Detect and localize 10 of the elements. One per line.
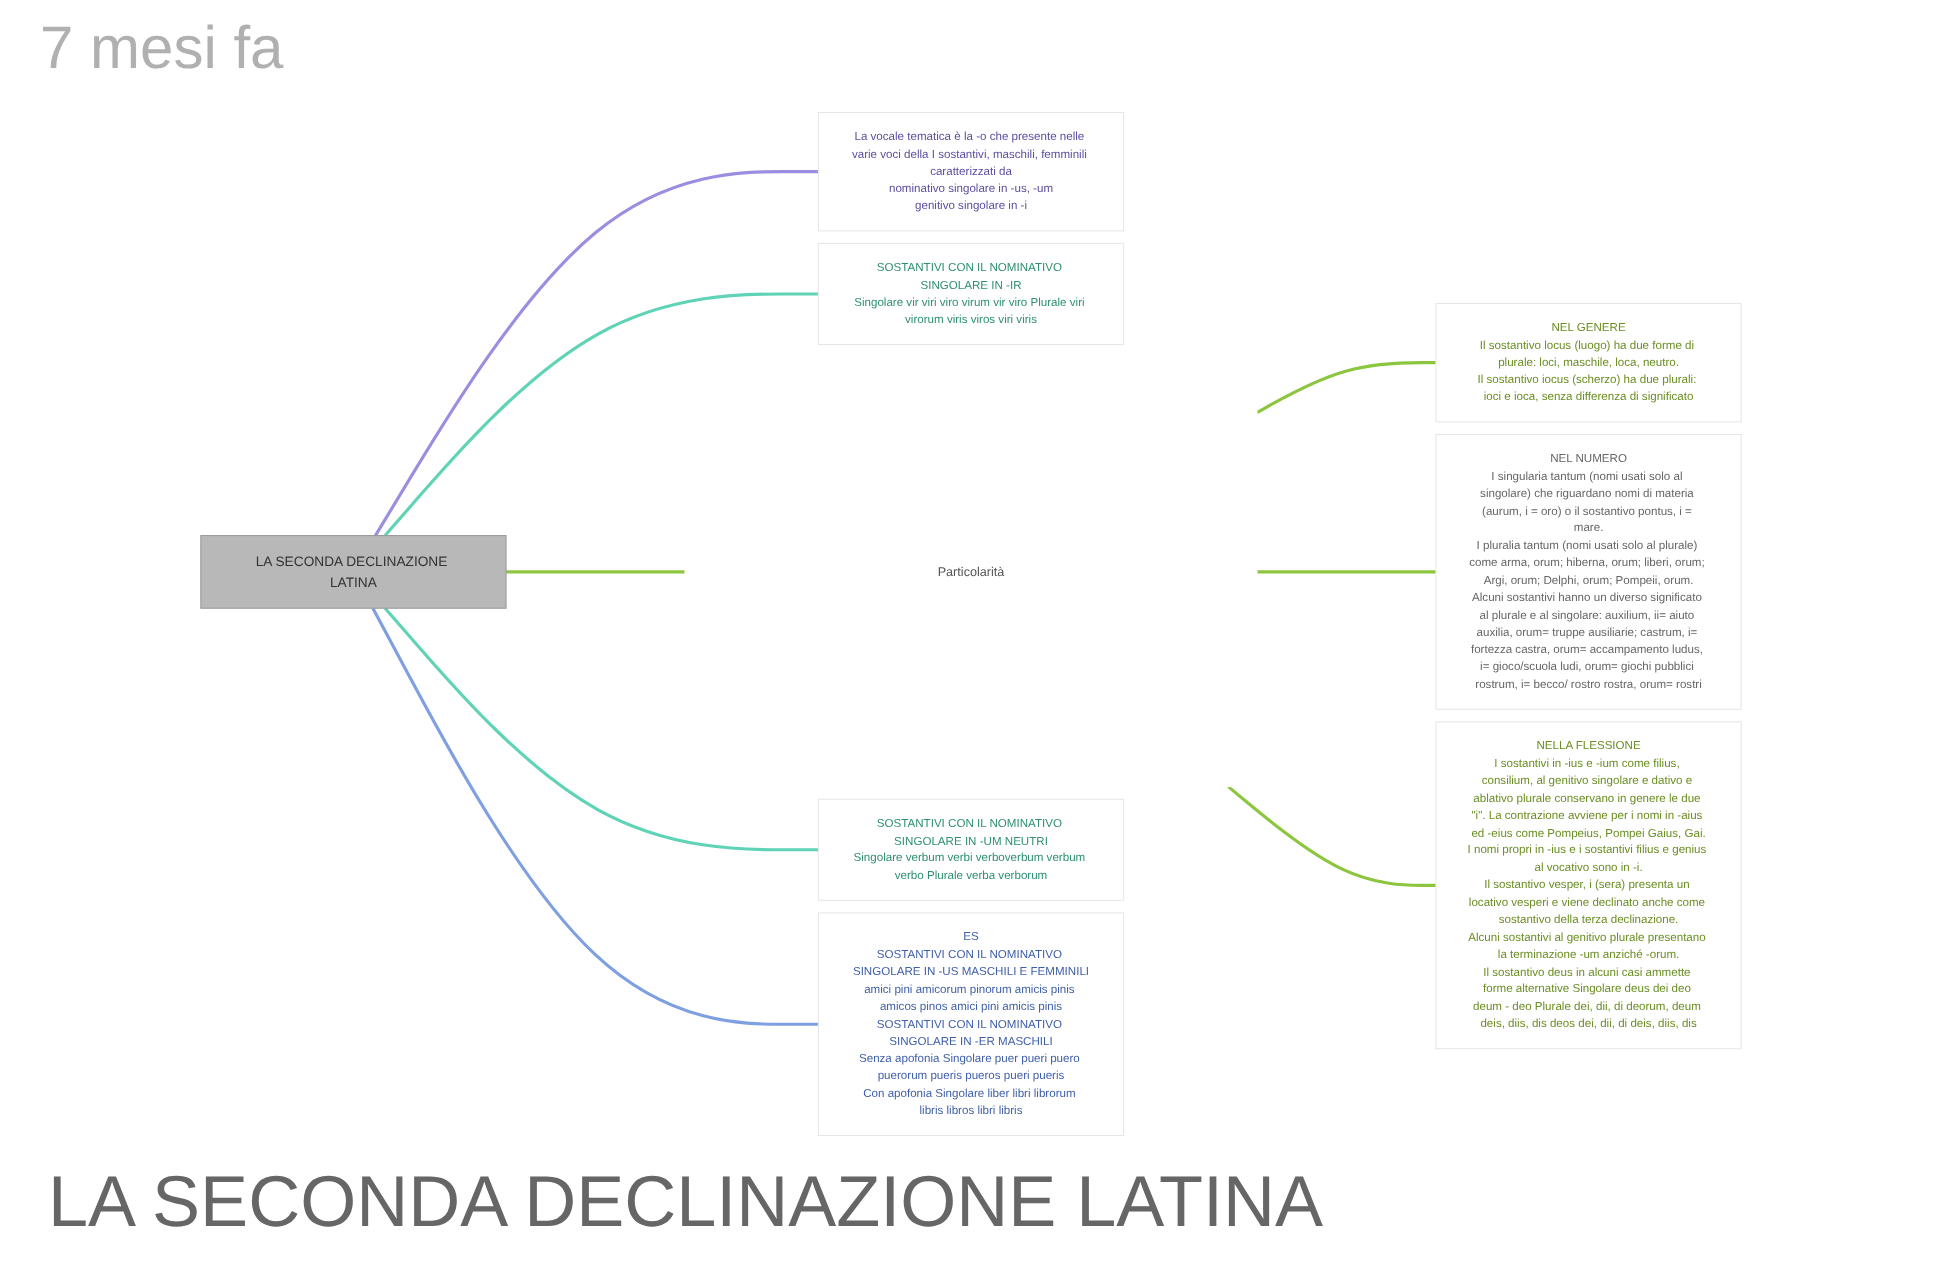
connector xyxy=(374,170,819,537)
connector xyxy=(383,292,819,537)
connector xyxy=(371,607,819,1026)
connector xyxy=(1227,785,1436,887)
connector xyxy=(506,570,685,574)
connector xyxy=(1257,570,1436,574)
connector xyxy=(383,607,819,852)
connector xyxy=(1256,361,1436,414)
timestamp-text: 7 mesi fa xyxy=(40,16,284,84)
caption: LA SECONDA DECLINAZIONE LATINA xyxy=(48,1160,1324,1244)
